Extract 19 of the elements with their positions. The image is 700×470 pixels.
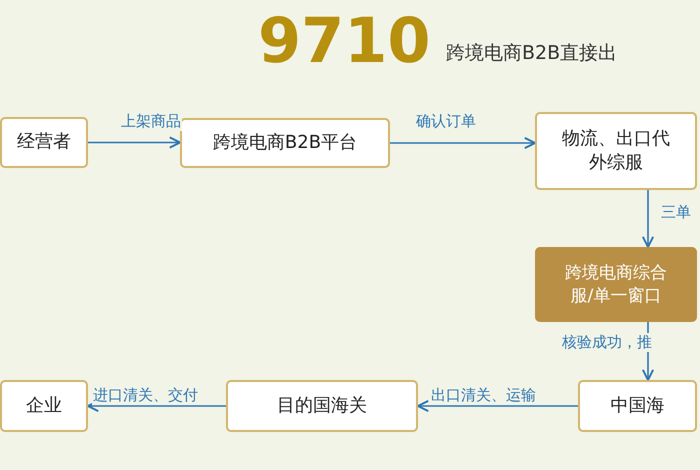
arrow: [88, 136, 181, 149]
subtitle: 跨境电商B2B直接出: [446, 41, 618, 66]
edge-label: 核验成功，推: [561, 333, 653, 352]
edge-label: 进口清关、交付: [92, 386, 199, 405]
process-box: 中国海: [578, 380, 697, 432]
process-box: 企业: [0, 380, 88, 432]
edge-label: 三单: [660, 203, 692, 222]
process-box: 跨境电商B2B平台: [180, 118, 390, 168]
process-box: 跨境电商综合服/单一窗口: [535, 247, 697, 322]
edge-label: 出口清关、运输: [430, 386, 537, 405]
process-box: 目的国海关: [226, 380, 418, 432]
edge-label: 确认订单: [415, 112, 477, 131]
process-box: 物流、出口代外综服: [535, 112, 697, 190]
arrow: [390, 136, 536, 150]
title: 9710: [258, 4, 431, 78]
process-box: 经营者: [0, 117, 88, 168]
arrow: [642, 190, 654, 248]
arrow: [417, 400, 578, 412]
edge-label: 上架商品: [120, 112, 182, 131]
